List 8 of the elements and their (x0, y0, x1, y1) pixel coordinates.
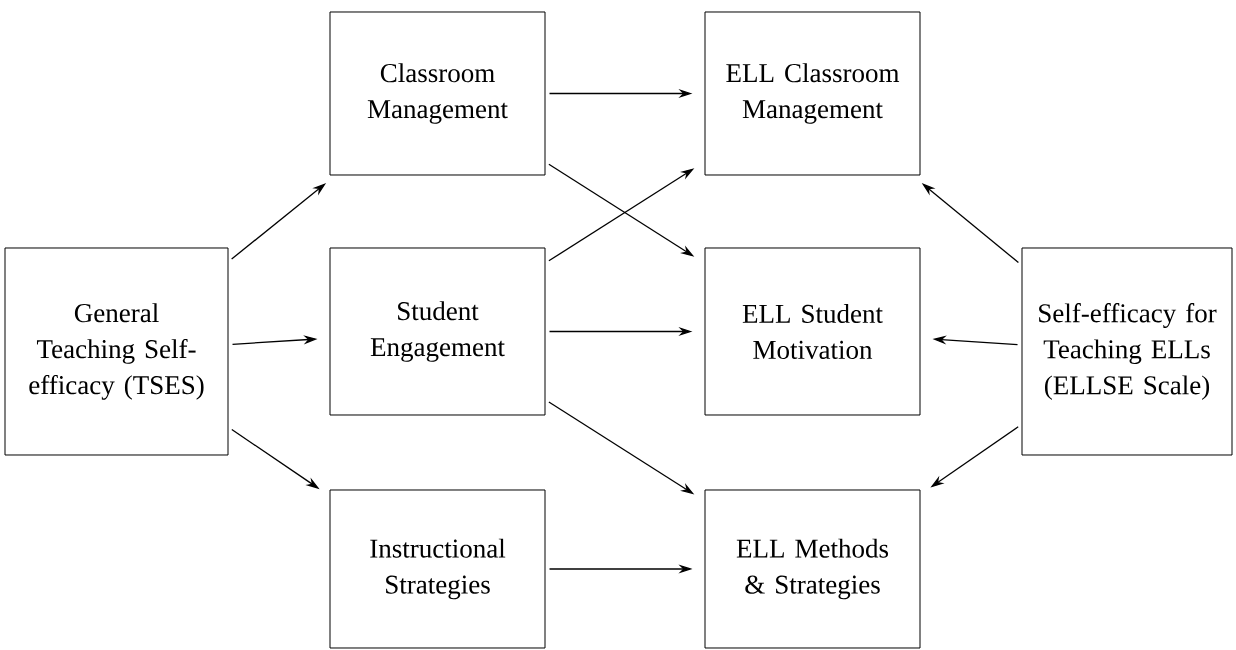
box: Instructional Strategies (329, 489, 546, 649)
box: Classroom Management (329, 11, 546, 176)
box: Self-efficacy for Teaching ELLs (ELLSE Scale) (1021, 247, 1233, 456)
box: General Teaching Self-efficacy (TSES) (4, 247, 229, 456)
box: ELL Methods & Strategies (704, 489, 921, 649)
box: ELL Classroom Management (704, 11, 921, 176)
box: Student Engagement (329, 247, 546, 416)
box: ELL Student Motivation (704, 247, 921, 416)
